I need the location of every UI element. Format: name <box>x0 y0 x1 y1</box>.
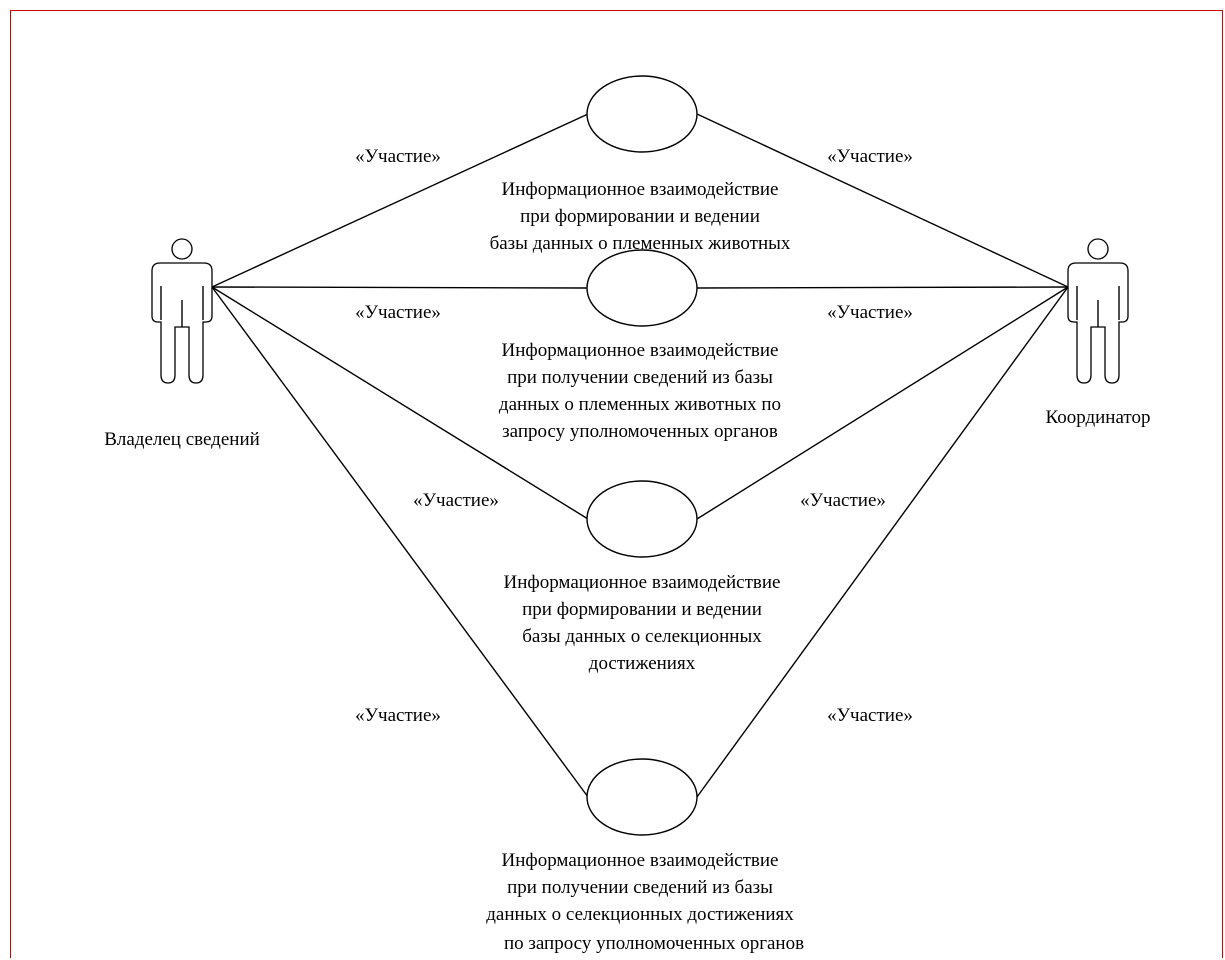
use-case-3-line: при формировании и ведении <box>522 599 762 620</box>
use-case-1-ellipse[interactable] <box>586 75 698 153</box>
assoc-right-uc1 <box>696 113 1069 288</box>
stereotype-left-uc1: «Участие» <box>355 146 441 167</box>
use-case-2-ellipse[interactable] <box>586 249 698 327</box>
use-case-2-line: запросу уполномоченных органов <box>502 421 778 442</box>
use-case-1-line: базы данных о племенных животных <box>490 233 791 254</box>
use-case-2-line: данных о племенных животных по <box>499 394 781 415</box>
use-case-2-caption: Информационное взаимодействие при получе… <box>499 340 781 442</box>
stereotype-right-uc4: «Участие» <box>827 705 913 726</box>
stereotype-left-uc2: «Участие» <box>355 302 441 323</box>
use-case-1-line: при формировании и ведении <box>520 206 760 227</box>
stereotype-right-uc1: «Участие» <box>827 146 913 167</box>
actor-right-figure[interactable] <box>1067 238 1129 384</box>
stereotype-right-uc3: «Участие» <box>800 490 886 511</box>
actor-left-head <box>171 238 193 260</box>
use-case-4-caption: Информационное взаимодействие при получе… <box>486 850 804 954</box>
use-case-2-line: Информационное взаимодействие <box>502 340 779 361</box>
actor-right-name: Координатор <box>1046 407 1151 428</box>
use-case-4-line: Информационное взаимодействие <box>502 850 779 871</box>
stereotype-right-uc2: «Участие» <box>827 302 913 323</box>
assoc-left-uc1 <box>211 113 589 288</box>
assoc-left-uc3 <box>211 286 589 520</box>
assoc-right-uc3 <box>696 286 1069 520</box>
stereotype-left-uc3: «Участие» <box>413 490 499 511</box>
assoc-left-uc4 <box>211 286 589 798</box>
assoc-right-uc2 <box>696 286 1069 289</box>
use-case-3-ellipse[interactable] <box>586 480 698 558</box>
associations <box>211 113 1069 798</box>
use-case-3-line: Информационное взаимодействие <box>504 572 781 593</box>
assoc-left-uc2 <box>211 286 589 289</box>
use-case-4-line: по запросу уполномоченных органов <box>504 933 804 954</box>
use-case-3-caption: Информационное взаимодействие при формир… <box>504 572 781 674</box>
use-case-4-ellipse[interactable] <box>586 758 698 836</box>
actor-left-figure[interactable] <box>151 238 213 384</box>
assoc-right-uc4 <box>696 286 1069 798</box>
use-case-3-line: базы данных о селекционных <box>522 626 762 647</box>
actor-right-head <box>1087 238 1109 260</box>
use-case-1-line: Информационное взаимодействие <box>502 179 779 200</box>
use-case-4-line: данных о селекционных достижениях <box>486 904 794 925</box>
use-case-2-line: при получении сведений из базы <box>507 367 773 388</box>
use-case-4-line: при получении сведений из базы <box>507 877 773 898</box>
use-case-3-line: достижениях <box>589 653 696 674</box>
stereotype-left-uc4: «Участие» <box>355 705 441 726</box>
actor-left-name: Владелец сведений <box>104 429 260 450</box>
use-case-1-caption: Информационное взаимодействие при формир… <box>490 179 791 254</box>
